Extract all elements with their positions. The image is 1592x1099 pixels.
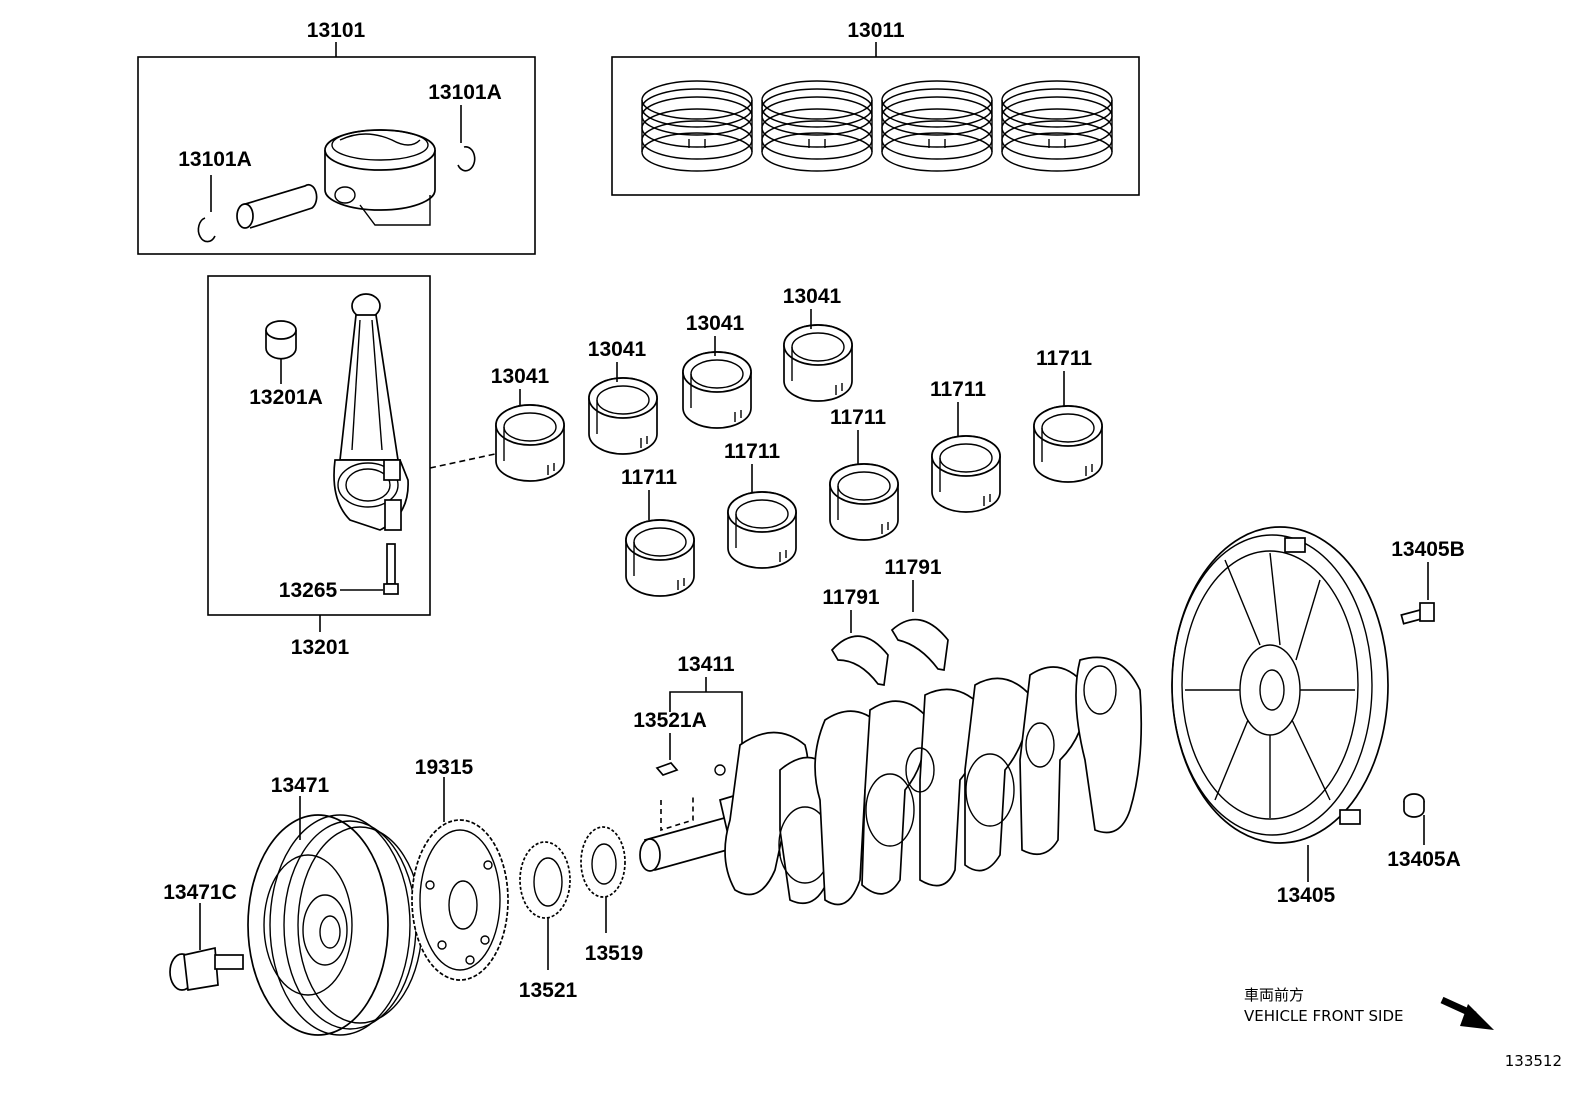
label-oil-pump-sprocket: 13519 (585, 942, 643, 965)
piston-ring-set-1[interactable] (641, 80, 753, 172)
label-rod-bushing: 13201A (249, 386, 323, 409)
label-rod-bearing-3: 13041 (686, 312, 745, 335)
label-timing-sprocket: 13521 (519, 979, 578, 1002)
main-bearing-5[interactable] (1033, 405, 1103, 483)
orientation-label-jp: 車両前方 (1244, 986, 1304, 1004)
flywheel[interactable] (1171, 526, 1389, 844)
main-bearing-2[interactable] (727, 491, 797, 569)
flywheel-dowel[interactable] (1403, 793, 1425, 818)
label-piston-ring-set: 13011 (847, 19, 905, 42)
orientation-note: 車両前方 VEHICLE FRONT SIDE (1244, 986, 1494, 1030)
snap-ring-right[interactable] (457, 145, 476, 172)
label-thrust-washer-right: 11791 (884, 556, 942, 579)
timing-sprocket[interactable] (519, 841, 571, 919)
label-main-bearing-4: 11711 (930, 378, 986, 401)
label-main-bearing-2: 11711 (724, 440, 780, 463)
main-bearing-3[interactable] (829, 463, 899, 541)
main-bearing-4[interactable] (931, 435, 1001, 513)
connecting-rod-group: 13201A 13265 13201 (207, 275, 496, 659)
rod-bearing-2[interactable] (588, 377, 658, 455)
label-flywheel-bolt: 13405B (1391, 538, 1465, 561)
crankshaft[interactable] (639, 656, 1143, 906)
label-snap-ring-left: 13101A (178, 148, 252, 171)
thrust-washer-left[interactable] (830, 635, 889, 686)
front-arrow-icon (1440, 996, 1494, 1030)
label-rod-bolt: 13265 (279, 579, 338, 602)
snap-ring-left[interactable] (197, 217, 216, 243)
diagram-id: 133512 (1505, 1052, 1562, 1070)
label-snap-ring-right: 13101A (428, 81, 502, 104)
rod-bushing[interactable] (265, 320, 297, 360)
thrust-washers: 11791 11791 (822, 556, 949, 686)
label-main-bearing-3: 11711 (830, 406, 886, 429)
orientation-label-en: VEHICLE FRONT SIDE (1244, 1007, 1404, 1025)
label-piston-assembly: 13101 (307, 19, 366, 42)
crankshaft-group: 13411 13521A (633, 653, 1143, 906)
label-crankshaft: 13411 (677, 653, 735, 676)
rod-bearings: 13041 13041 13041 13041 (491, 285, 853, 482)
connecting-rod-box (207, 275, 431, 616)
oil-pump-sprocket[interactable] (580, 826, 626, 898)
signal-plate[interactable] (411, 819, 509, 981)
label-main-bearing-5: 11711 (1036, 347, 1092, 370)
label-rod-bearing-1: 13041 (491, 365, 550, 388)
dashed-guide (429, 453, 496, 469)
main-bearing-1[interactable] (625, 519, 695, 597)
label-flywheel: 13405 (1277, 884, 1336, 907)
piston-ring-set-2[interactable] (761, 80, 873, 172)
label-rod-bearing-2: 13041 (588, 338, 647, 361)
pulley-bolt[interactable] (169, 946, 244, 991)
label-rod-bearing-4: 13041 (783, 285, 842, 308)
thrust-washer-right[interactable] (890, 618, 949, 671)
label-thrust-washer-left: 11791 (822, 586, 880, 609)
main-bearings: 11711 11711 11711 11711 11711 (621, 347, 1103, 597)
flywheel-group: 13405B 13405A 13405 (1171, 526, 1465, 907)
label-signal-plate: 19315 (415, 756, 474, 779)
piston-ring-set-4[interactable] (1001, 80, 1113, 172)
dashed-guide (660, 795, 694, 832)
piston[interactable] (324, 129, 436, 226)
piston-pin[interactable] (236, 183, 318, 229)
label-crank-pulley: 13471 (271, 774, 330, 797)
piston-ring-box (611, 56, 1140, 196)
label-main-bearing-1: 11711 (621, 466, 677, 489)
piston-ring-group: 13011 (611, 19, 1140, 196)
label-pulley-bolt: 13471C (163, 881, 237, 904)
label-flywheel-dowel: 13405A (1387, 848, 1461, 871)
rod-bearing-1[interactable] (495, 404, 565, 482)
piston-ring-set-3[interactable] (881, 80, 993, 172)
rod-bearing-4[interactable] (783, 324, 853, 402)
rod-bolt[interactable] (383, 543, 399, 595)
label-connecting-rod-assembly: 13201 (291, 636, 350, 659)
rod-bearing-3[interactable] (682, 351, 752, 429)
piston-assembly-group: 13101 13101A 13101A (137, 19, 536, 255)
crankshaft-key[interactable] (655, 762, 679, 776)
flywheel-bolt[interactable] (1400, 602, 1435, 625)
front-parts-group: 13471 13471C 19315 13521 13519 (163, 756, 643, 1036)
crank-pulley[interactable] (247, 814, 423, 1036)
label-crankshaft-key: 13521A (633, 709, 707, 732)
connecting-rod[interactable] (333, 293, 409, 531)
